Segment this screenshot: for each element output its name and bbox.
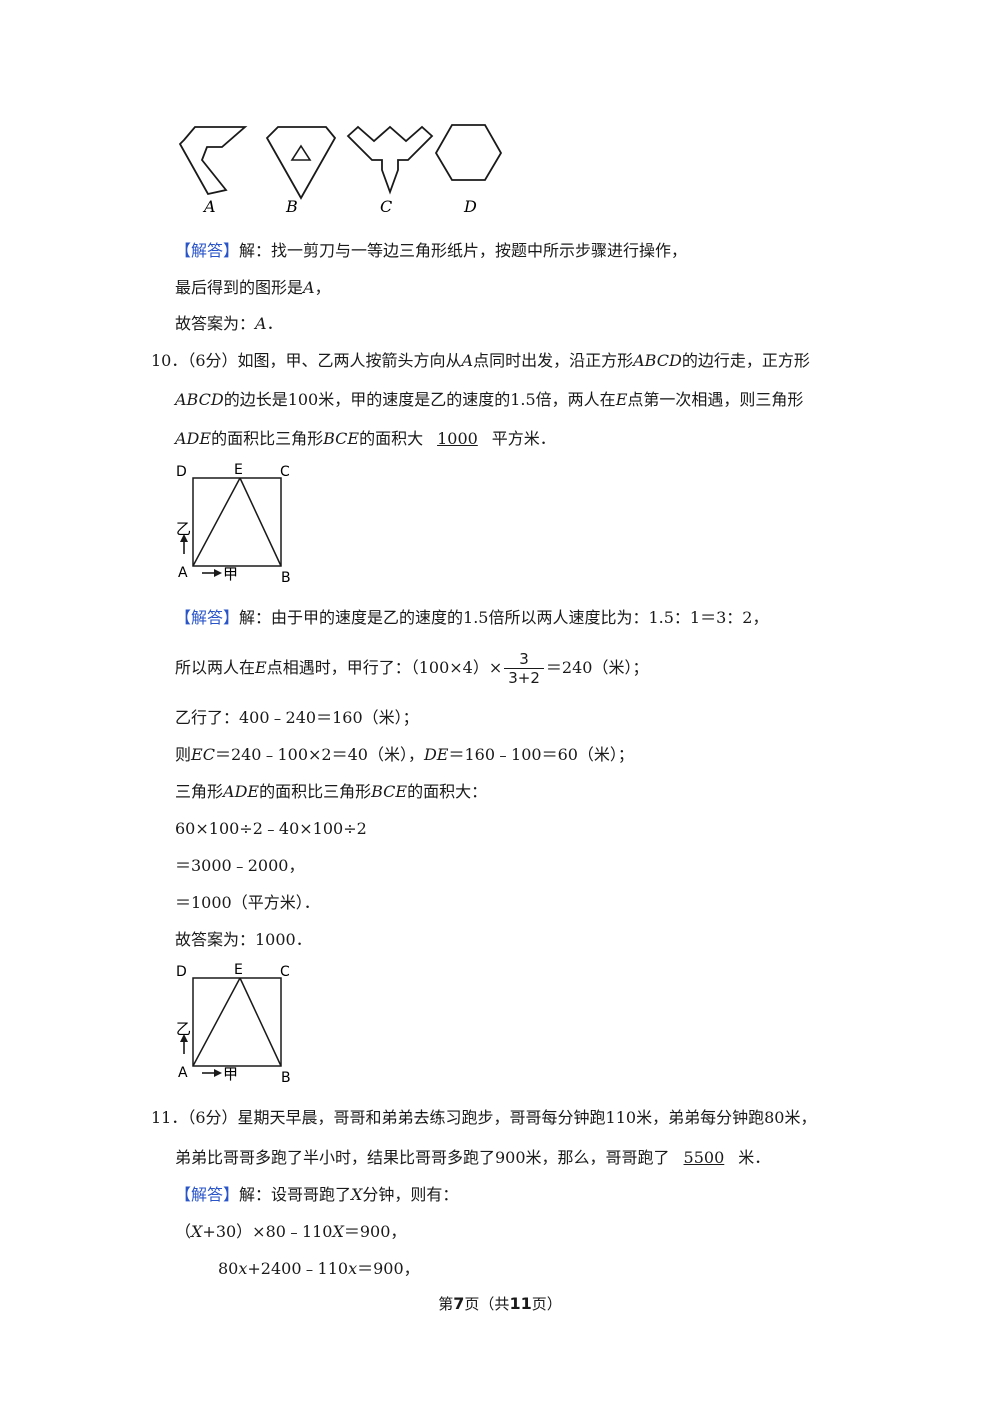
label-jia: 甲 <box>223 565 238 583</box>
label-b: B <box>281 1070 291 1086</box>
page-footer: 第7页（共11页） <box>438 1294 562 1313</box>
label-a: A <box>178 1065 188 1081</box>
answer-blank: 1000 <box>437 429 478 448</box>
answer-tag: 【解答】 <box>175 241 240 260</box>
q10-answer-line-1: 【解答】解：由于甲的速度是乙的速度的1.5倍所以两人速度比为：1.5：1＝3：2… <box>175 608 769 627</box>
label-c: C <box>280 964 290 980</box>
q10-answer-line-5: 三角形ADE的面积比三角形BCE的面积大： <box>175 782 488 801</box>
q11-answer-line-1: 【解答】解：设哥哥跑了X分钟，则有： <box>175 1185 459 1204</box>
label-yi: 乙 <box>176 520 191 538</box>
q9-answer-line-1: 【解答】解：找一剪刀与一等边三角形纸片，按题中所示步骤进行操作， <box>175 241 688 260</box>
q10-answer-line-9: 故答案为：1000． <box>175 930 312 949</box>
option-d-shape <box>434 124 503 181</box>
label-b: B <box>281 570 291 586</box>
option-shapes-figure: A B C D <box>178 124 503 216</box>
page-number: 7 <box>453 1294 465 1313</box>
option-label-d: D <box>463 197 477 216</box>
label-e: E <box>234 962 243 978</box>
label-d: D <box>176 964 187 980</box>
q10-answer-line-7: ＝3000﹣2000， <box>175 856 305 875</box>
option-b-shape <box>265 126 337 200</box>
answer-tag: 【解答】 <box>175 1185 240 1204</box>
q10-question-line-2: ABCD的边长是100米，甲的速度是乙的速度的1.5倍，两人在E点第一次相遇，则… <box>175 390 804 409</box>
label-jia: 甲 <box>223 1065 238 1083</box>
answer-blank: 5500 <box>683 1148 725 1167</box>
label-e: E <box>234 462 243 478</box>
q10-answer-line-3: 乙行了：400﹣240＝160（米）； <box>175 708 419 727</box>
q9-answer-line-2: 最后得到的图形是A， <box>175 278 331 297</box>
q10-answer-line-8: ＝1000（平方米）． <box>175 893 320 912</box>
q11-equation-2: 80x+2400﹣110x＝900， <box>218 1259 420 1278</box>
option-label-b: B <box>285 197 298 216</box>
option-a-shape <box>178 126 248 196</box>
square-figure-1: D E C A B 乙 甲 <box>176 462 291 586</box>
page-total: 11 <box>509 1294 532 1313</box>
q11-equation-1: （X+30）×80﹣110X＝900， <box>175 1222 407 1241</box>
q9-answer-line-3: 故答案为：A． <box>175 314 283 333</box>
answer-tag: 【解答】 <box>175 608 240 627</box>
label-yi: 乙 <box>176 1020 191 1038</box>
q11-question-line-1: 11．（6分）星期天早晨，哥哥和弟弟去练习跑步，哥哥每分钟跑110米，弟弟每分钟… <box>151 1108 817 1127</box>
label-a: A <box>178 565 188 581</box>
q10-question-line-1: 10．（6分）如图，甲、乙两人按箭头方向从A点同时出发，沿正方形ABCD的边行走… <box>151 351 810 370</box>
option-c-shape <box>346 125 434 195</box>
q10-answer-line-4: 则EC＝240﹣100×2＝40（米），DE＝160﹣100＝60（米）； <box>175 745 634 764</box>
label-d: D <box>176 464 187 480</box>
square-figure-2: D E C A B 乙 甲 <box>176 962 291 1086</box>
label-c: C <box>280 464 290 480</box>
option-label-a: A <box>202 197 216 216</box>
q10-answer-line-6: 60×100÷2﹣40×100÷2 <box>175 819 367 838</box>
option-label-c: C <box>380 197 392 216</box>
